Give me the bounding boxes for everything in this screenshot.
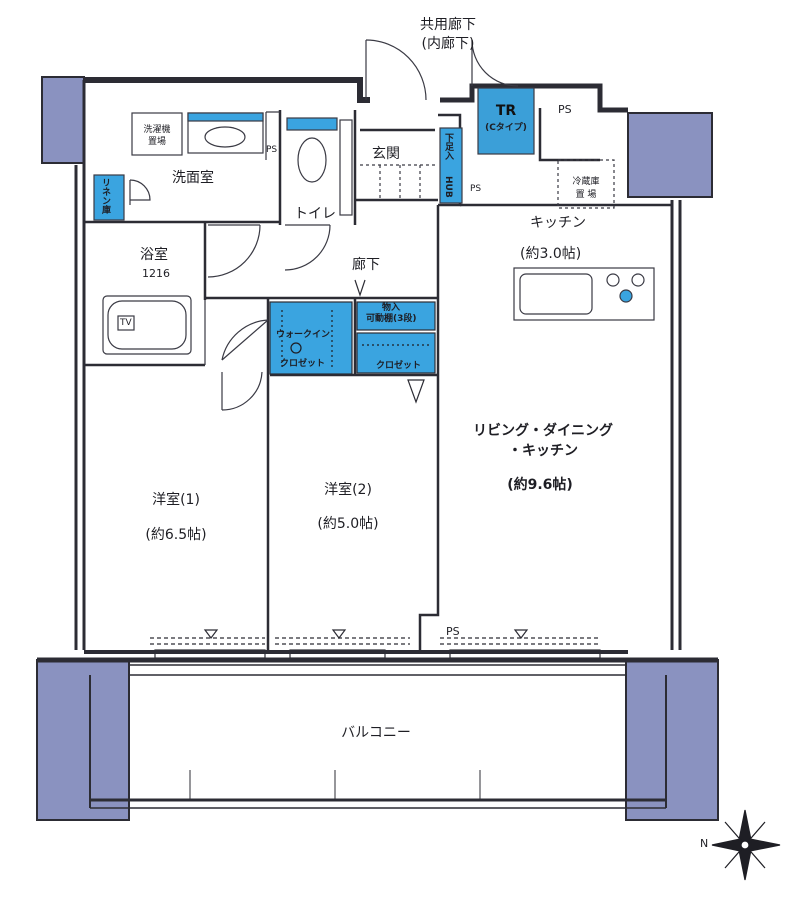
- north-label: N: [700, 837, 709, 850]
- bath-size-label: 1216: [142, 267, 170, 280]
- column-bottom-left: [36, 659, 130, 821]
- interior-walls: [84, 108, 672, 650]
- balcony-label: バルコニー: [341, 725, 411, 741]
- ldk-label-1: リビング・ダイニング: [473, 423, 613, 439]
- ldk-label-2: ・キッチン: [508, 443, 578, 459]
- hallway-label: 廊下: [352, 257, 380, 273]
- tv-label: TV: [120, 318, 132, 328]
- ps-wash-label: PS: [266, 145, 278, 155]
- room2-label: 洋室(2): [324, 482, 372, 498]
- ps-top-label: PS: [558, 103, 572, 116]
- fridge-label-1: 冷蔵庫: [572, 177, 600, 187]
- washer-space-label-1: 洗濯機: [143, 125, 171, 135]
- entrance-fixtures: [360, 87, 535, 204]
- hub-label: HUB: [443, 176, 453, 198]
- storage-label-1: 物入: [382, 303, 401, 313]
- linen-label: リネン庫: [100, 178, 110, 214]
- kitchen-counter: [513, 159, 655, 321]
- walkin-label-2: クロゼット: [280, 359, 326, 369]
- kitchen-label: キッチン: [530, 215, 586, 231]
- room2-size-label: (約5.0帖): [317, 516, 379, 532]
- compass: [711, 809, 781, 881]
- storage-label-2: 可動棚(3段): [366, 314, 417, 324]
- balcony: [89, 664, 667, 809]
- bathtub: [102, 295, 206, 365]
- common-corridor-label: 共用廊下: [420, 17, 476, 33]
- column-top-left: [41, 76, 85, 164]
- ps-lower-label: PS: [446, 625, 460, 638]
- kitchen-size-label: (約3.0帖): [520, 246, 582, 262]
- column-top-right: [627, 112, 713, 198]
- tr-type-label: (Cタイプ): [485, 123, 527, 133]
- outer-walls: [37, 77, 718, 663]
- washroom-label: 洗面室: [172, 170, 214, 186]
- bath-label: 浴室: [140, 247, 168, 263]
- door-swings: [129, 39, 519, 411]
- toilet-label: トイレ: [294, 206, 336, 222]
- closet-label: クロゼット: [376, 361, 422, 371]
- room1-label: 洋室(1): [152, 492, 200, 508]
- inner-corridor-label: (内廊下): [421, 36, 475, 52]
- fridge-label-2: 置 場: [575, 190, 597, 200]
- washer-space-label-2: 置場: [147, 137, 167, 147]
- toilet-fixture: [286, 117, 353, 216]
- entrance-label: 玄関: [372, 146, 400, 162]
- washroom-fixtures: [93, 111, 280, 221]
- balcony-windows: [150, 629, 601, 659]
- ps-entry-label: PS: [470, 184, 482, 194]
- room1-size-label: (約6.5帖): [145, 527, 207, 543]
- ldk-size-label: (約9.6帖): [507, 477, 573, 493]
- shoe-box-label: 下足入: [443, 133, 453, 160]
- storage-units: [269, 279, 436, 404]
- tr-label: TR: [495, 103, 517, 119]
- column-bottom-right: [625, 659, 719, 821]
- walkin-label-1: ウォークイン: [276, 330, 331, 340]
